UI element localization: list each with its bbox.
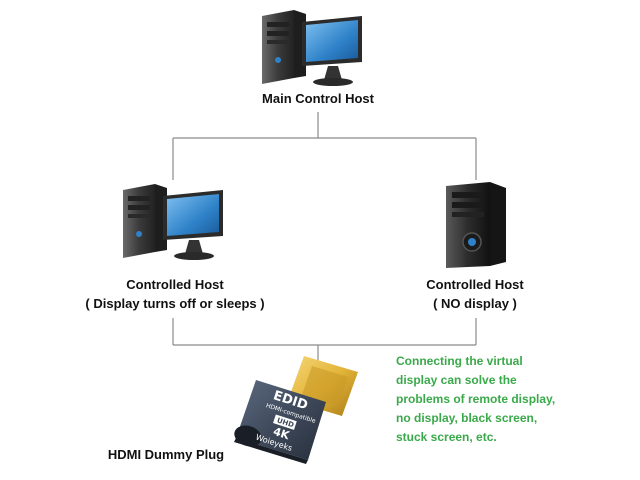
left-host-sublabel: ( Display turns off or sleeps ) bbox=[85, 296, 265, 311]
plug-4k-text: 4K bbox=[272, 425, 292, 443]
benefit-note-line-5: stuck screen, etc. bbox=[396, 430, 497, 444]
right-host-label: Controlled Host bbox=[426, 277, 524, 292]
main-host-label: Main Control Host bbox=[262, 91, 374, 106]
left-host-computer-icon bbox=[123, 184, 223, 260]
left-host-label: Controlled Host bbox=[126, 277, 224, 292]
benefit-note-line-3: problems of remote display, bbox=[396, 392, 556, 406]
hdmi-dummy-plug-icon: EDID HDMI-compatible UHD 4K Woieyeks bbox=[234, 356, 358, 464]
plug-label: HDMI Dummy Plug bbox=[107, 447, 225, 462]
right-host-sublabel: ( NO display ) bbox=[433, 296, 517, 311]
benefit-note: Connecting the virtual display can solve… bbox=[396, 352, 596, 447]
benefit-note-line-1: Connecting the virtual bbox=[396, 354, 523, 368]
right-host-tower-icon bbox=[446, 182, 506, 268]
benefit-note-line-4: no display, black screen, bbox=[396, 411, 538, 425]
benefit-note-line-2: display can solve the bbox=[396, 373, 517, 387]
main-host-computer-icon bbox=[262, 10, 362, 86]
